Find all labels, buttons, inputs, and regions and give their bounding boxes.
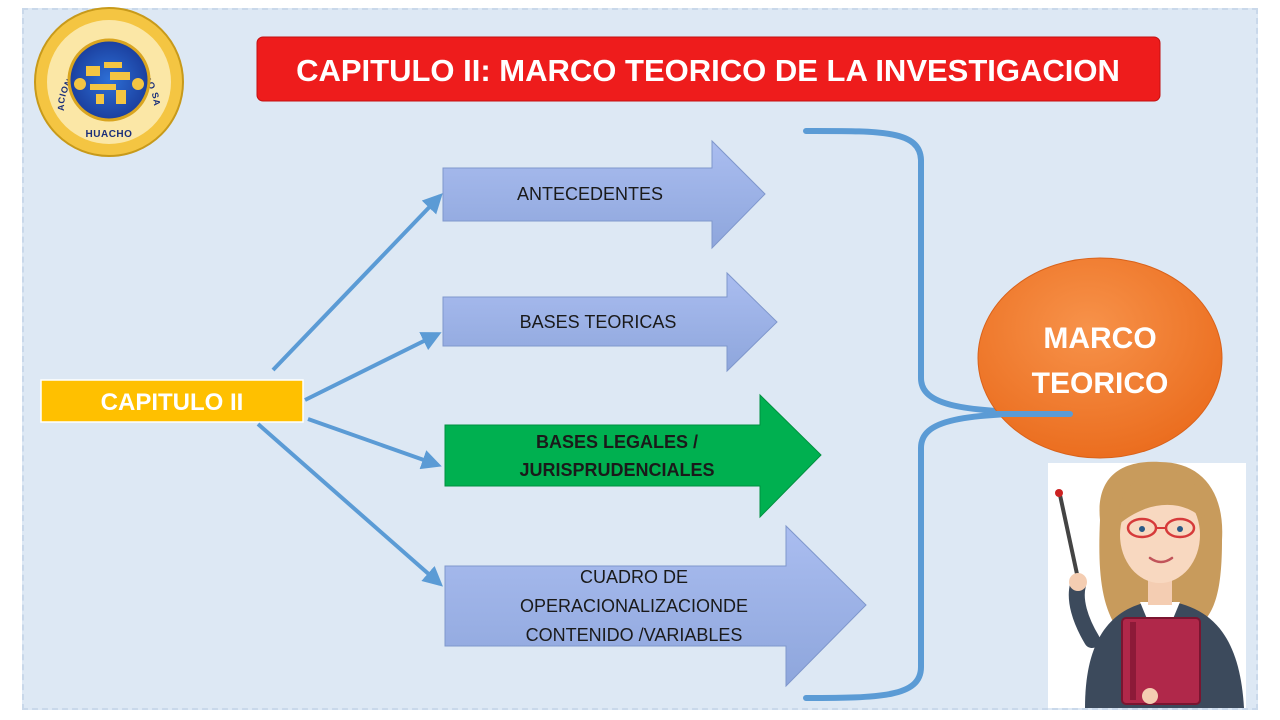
branch-antecedentes: ANTECEDENTES	[442, 139, 766, 250]
page-title: CAPITULO II: MARCO TEORICO DE LA INVESTI…	[296, 53, 1120, 88]
connector-arrow-1	[271, 193, 443, 372]
branch-bases-legales: BASES LEGALES / JURISPRUDENCIALES	[444, 393, 822, 519]
branch-bases-teoricas: BASES TEORICAS	[442, 271, 778, 373]
branch-cuadro: CUADRO DE OPERACIONALIZACIONDE CONTENIDO…	[444, 524, 867, 688]
connector-arrows	[256, 193, 444, 587]
branch-cuadro-label-3: CONTENIDO /VARIABLES	[526, 625, 743, 645]
branch-antecedentes-label: ANTECEDENTES	[517, 184, 663, 204]
branch-bases-teoricas-label: BASES TEORICAS	[520, 312, 677, 332]
branch-bases-legales-label-1: BASES LEGALES /	[536, 432, 698, 452]
university-seal-icon: UNIVERSIDAD NACIONAL JOSE FAUSTINO SANCH…	[0, 0, 184, 157]
target-node: MARCO TEORICO	[977, 257, 1223, 459]
connector-arrow-3	[307, 417, 442, 470]
teacher-illustration-icon	[1048, 461, 1246, 708]
target-node-label-1: MARCO	[1043, 322, 1156, 355]
branch-cuadro-label-1: CUADRO DE	[580, 567, 688, 587]
connector-arrow-2	[304, 332, 442, 402]
branch-cuadro-label-2: OPERACIONALIZACIONDE	[520, 596, 748, 616]
seal-bottom-text: HUACHO	[86, 129, 133, 140]
connector-arrow-4	[256, 422, 444, 587]
source-node-label: CAPITULO II	[101, 389, 244, 416]
branch-bases-legales-label-2: JURISPRUDENCIALES	[519, 460, 714, 480]
title-banner: CAPITULO II: MARCO TEORICO DE LA INVESTI…	[256, 36, 1161, 102]
source-node: CAPITULO II	[40, 379, 304, 423]
target-node-label-2: TEORICO	[1032, 367, 1169, 400]
